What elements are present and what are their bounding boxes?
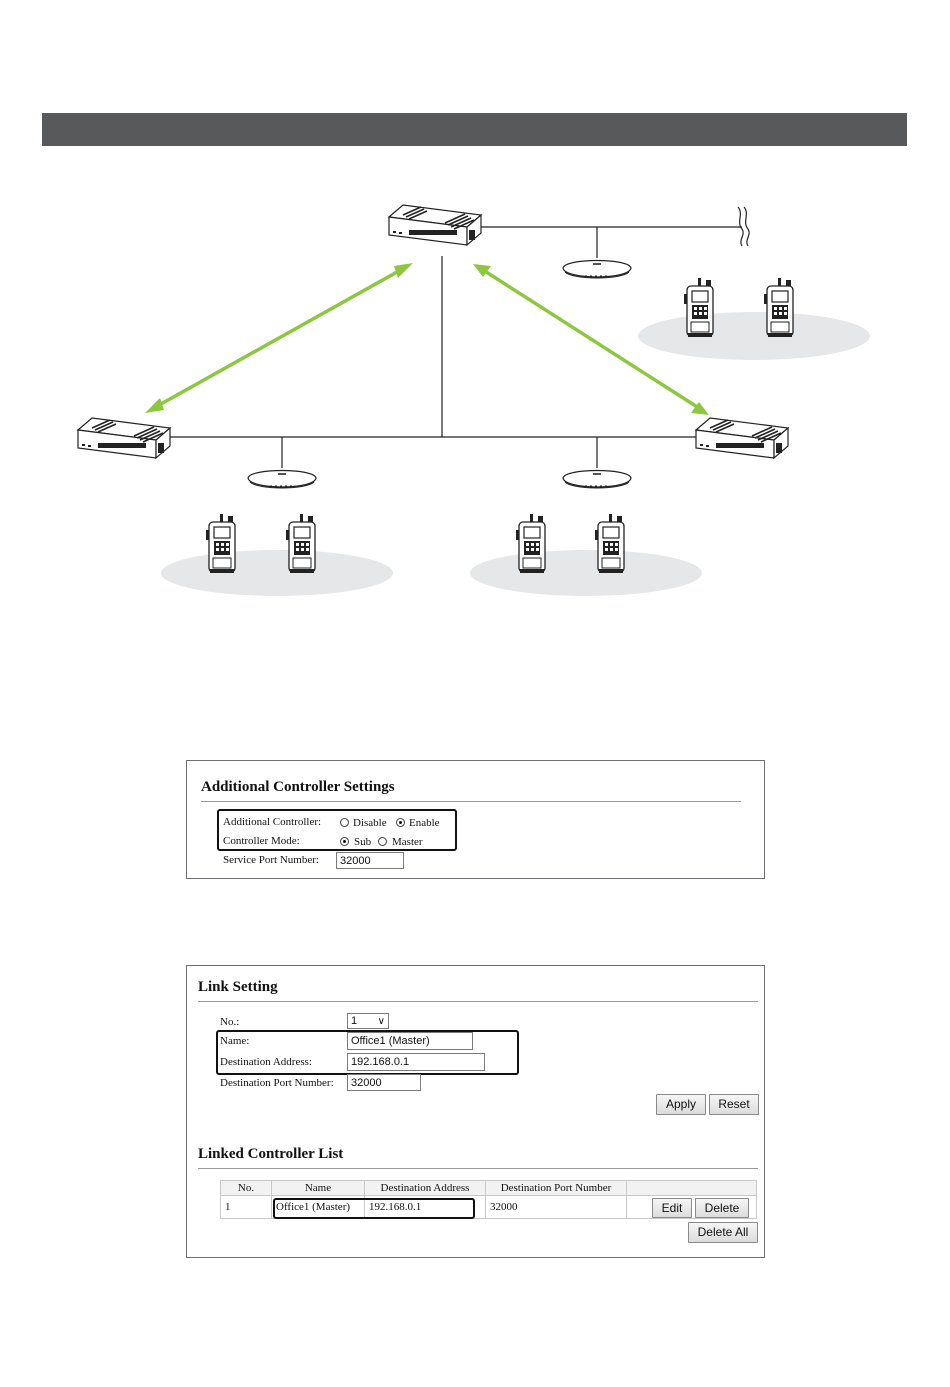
highlight-box: [216, 1030, 519, 1075]
column-header-no: No.: [220, 1180, 272, 1196]
table-header-row: No. Name Destination Address Destination…: [220, 1180, 757, 1196]
enable-radio[interactable]: [396, 818, 405, 827]
column-header-port: Destination Port Number: [485, 1180, 627, 1196]
enable-radio-label: Enable: [409, 817, 440, 829]
destination-port-input[interactable]: 32000: [347, 1074, 421, 1091]
master-radio-label: Master: [392, 836, 423, 848]
title-divider: [198, 1168, 758, 1169]
name-input[interactable]: Office1 (Master): [347, 1032, 473, 1050]
disable-radio[interactable]: [340, 818, 349, 827]
column-header-actions: [626, 1180, 757, 1196]
bidirectional-arrow-icon: [145, 263, 709, 415]
disable-radio-label: Disable: [353, 817, 387, 829]
title-divider: [198, 1001, 758, 1002]
controller-mode-label: Controller Mode:: [223, 835, 300, 847]
reset-button[interactable]: Reset: [709, 1094, 759, 1115]
no-select[interactable]: 1 ∨: [347, 1013, 389, 1029]
delete-all-button[interactable]: Delete All: [688, 1222, 758, 1243]
cell-port: 32000: [485, 1195, 627, 1219]
delete-button[interactable]: Delete: [695, 1198, 749, 1218]
highlight-box: [273, 1198, 475, 1219]
name-label: Name:: [220, 1035, 250, 1047]
edit-button[interactable]: Edit: [652, 1198, 692, 1218]
master-radio[interactable]: [378, 837, 387, 846]
column-header-name: Name: [271, 1180, 365, 1196]
service-port-input[interactable]: 32000: [336, 852, 404, 869]
highlight-box: [217, 809, 457, 851]
title-divider: [201, 801, 741, 802]
section-header-band: [42, 113, 907, 146]
service-port-label: Service Port Number:: [223, 854, 319, 866]
destination-address-input[interactable]: 192.168.0.1: [347, 1053, 485, 1071]
additional-controller-label: Additional Controller:: [223, 816, 322, 828]
destination-port-label: Destination Port Number:: [220, 1077, 334, 1089]
column-header-address: Destination Address: [364, 1180, 486, 1196]
no-label: No.:: [220, 1016, 240, 1028]
sub-radio-label: Sub: [354, 836, 372, 848]
panel-title: Additional Controller Settings: [201, 779, 395, 795]
link-setting-title: Link Setting: [198, 979, 278, 995]
no-select-value: 1: [351, 1015, 358, 1027]
network-diagram: [77, 204, 870, 596]
destination-address-label: Destination Address:: [220, 1056, 312, 1068]
link-setting-panel: Link Setting No.: 1 ∨ Name: Office1 (Mas…: [186, 965, 765, 1258]
linked-list-title: Linked Controller List: [198, 1146, 344, 1162]
sub-radio[interactable]: [340, 837, 349, 846]
apply-button[interactable]: Apply: [656, 1094, 706, 1115]
cell-no: 1: [220, 1195, 272, 1219]
chevron-down-icon: ∨: [377, 1016, 385, 1027]
additional-controller-panel: Additional Controller Settings Additiona…: [186, 760, 765, 879]
